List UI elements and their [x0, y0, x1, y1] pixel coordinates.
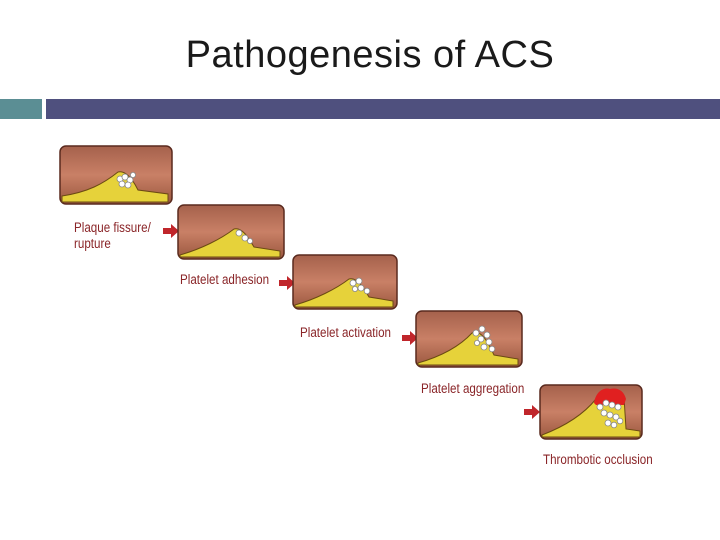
slide-title: Pathogenesis of ACS — [185, 34, 555, 76]
label-plaque-fissure: Plaque fissure/ rupture — [74, 220, 151, 252]
label-platelet-adhesion-line1: Platelet adhesion — [180, 272, 270, 287]
vessel-plaque-rupture — [59, 145, 173, 205]
vessel-thrombotic-occlusion — [539, 384, 643, 440]
label-plaque-fissure-line1: Plaque fissure/ — [74, 220, 151, 235]
label-platelet-activation: Platelet activation — [300, 325, 391, 341]
progression-arrow-2 — [279, 276, 295, 290]
accent-bar-right — [46, 99, 720, 119]
vessel-platelet-activation — [292, 254, 398, 310]
label-plaque-fissure-line2: rupture — [74, 236, 111, 251]
label-platelet-aggregation: Platelet aggregation — [421, 381, 524, 397]
progression-arrow-4 — [524, 405, 540, 419]
vessel-platelet-adhesion — [177, 204, 285, 260]
vessel-platelet-aggregation — [415, 310, 523, 368]
label-thrombotic-occlusion: Thrombotic occlusion — [543, 452, 653, 468]
progression-arrow-1 — [163, 224, 179, 238]
label-platelet-activation-line1: Platelet activation — [300, 325, 391, 340]
progression-arrow-3 — [402, 331, 418, 345]
accent-bar-left — [0, 99, 42, 119]
label-platelet-adhesion: Platelet adhesion — [180, 272, 269, 288]
label-platelet-aggregation-line1: Platelet aggregation — [421, 381, 525, 396]
label-thrombotic-occlusion-line1: Thrombotic occlusion — [543, 452, 653, 467]
